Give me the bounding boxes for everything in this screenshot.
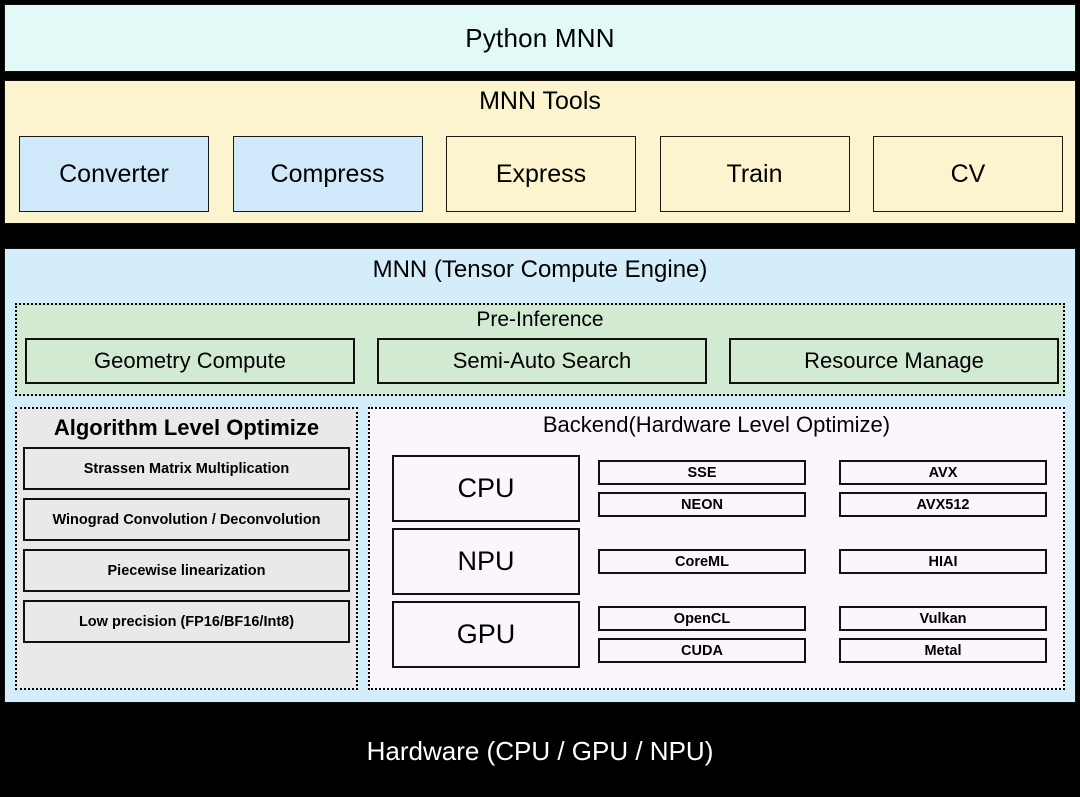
tool-box-train-label: Train	[726, 159, 783, 188]
backend-chip-sse[interactable]: SSE	[598, 460, 806, 485]
algorithm-box-winograd-label: Winograd Convolution / Deconvolution	[52, 511, 321, 528]
backend-chip-cuda[interactable]: CUDA	[598, 638, 806, 663]
backend-chip-hiai[interactable]: HIAI	[839, 549, 1047, 574]
group-backend: Backend(Hardware Level Optimize) CPU SSE…	[368, 407, 1065, 690]
pre-inference-box-resource-manage[interactable]: Resource Manage	[729, 338, 1059, 384]
layer-mnn-engine: MNN (Tensor Compute Engine) Pre-Inferenc…	[4, 248, 1076, 703]
layer-python-mnn-title: Python MNN	[465, 22, 615, 53]
tool-box-compress-label: Compress	[270, 159, 385, 188]
backend-chip-opencl[interactable]: OpenCL	[598, 606, 806, 631]
algorithm-box-piecewise-linearization[interactable]: Piecewise linearization	[23, 549, 350, 592]
backend-cpu-chip-column-right: AVX AVX512	[839, 455, 1047, 522]
backend-npu-chip-column-right: HIAI	[839, 528, 1047, 595]
backend-unit-cpu-label: CPU	[457, 473, 515, 503]
backend-chip-vulkan[interactable]: Vulkan	[839, 606, 1047, 631]
backend-chip-avx[interactable]: AVX	[839, 460, 1047, 485]
backend-chip-neon-label: NEON	[681, 496, 723, 513]
backend-cpu-chip-column-left: SSE NEON	[598, 455, 806, 522]
algorithm-box-strassen[interactable]: Strassen Matrix Multiplication	[23, 447, 350, 490]
backend-chip-cuda-label: CUDA	[681, 642, 723, 659]
backend-cpu-chips: SSE NEON AVX AVX512	[598, 455, 1047, 522]
pre-inference-row: Geometry Compute Semi-Auto Search Resour…	[25, 338, 1059, 384]
backend-unit-cpu[interactable]: CPU	[392, 455, 580, 522]
pre-inference-box-semi-auto-search[interactable]: Semi-Auto Search	[377, 338, 707, 384]
tool-box-cv[interactable]: CV	[873, 136, 1063, 212]
tool-box-converter-label: Converter	[59, 159, 169, 188]
algorithm-box-strassen-label: Strassen Matrix Multiplication	[83, 460, 290, 477]
backend-chip-avx-label: AVX	[928, 464, 958, 481]
backend-chip-opencl-label: OpenCL	[673, 610, 731, 627]
pre-inference-box-geometry-compute-label: Geometry Compute	[94, 348, 286, 373]
backend-row-npu: NPU CoreML HIAI	[392, 528, 1047, 595]
backend-chip-neon[interactable]: NEON	[598, 492, 806, 517]
backend-gpu-chip-column-right: Vulkan Metal	[839, 601, 1047, 668]
algorithm-box-low-precision-label: Low precision (FP16/BF16/Int8)	[78, 613, 295, 630]
backend-chip-sse-label: SSE	[687, 464, 717, 481]
backend-chip-hiai-label: HIAI	[928, 553, 958, 570]
backend-chip-metal[interactable]: Metal	[839, 638, 1047, 663]
backend-gpu-chip-column-left: OpenCL CUDA	[598, 601, 806, 668]
tool-box-train[interactable]: Train	[659, 136, 850, 212]
algorithm-box-low-precision[interactable]: Low precision (FP16/BF16/Int8)	[23, 600, 350, 643]
pre-inference-box-semi-auto-search-label: Semi-Auto Search	[452, 348, 632, 373]
mnn-tools-row: Converter Compress Express Train CV	[19, 136, 1063, 212]
algorithm-box-winograd[interactable]: Winograd Convolution / Deconvolution	[23, 498, 350, 541]
backend-npu-chip-column-left: CoreML	[598, 528, 806, 595]
tool-box-compress[interactable]: Compress	[232, 136, 423, 212]
group-pre-inference: Pre-Inference Geometry Compute Semi-Auto…	[15, 303, 1065, 396]
tool-box-cv-label: CV	[950, 159, 986, 188]
backend-row-gpu: GPU OpenCL CUDA Vulkan	[392, 601, 1047, 668]
layer-mnn-tools-title: MNN Tools	[479, 87, 601, 115]
backend-chip-metal-label: Metal	[924, 642, 962, 659]
tool-box-express[interactable]: Express	[446, 136, 636, 212]
layer-python-mnn: Python MNN	[4, 4, 1076, 72]
backend-chip-coreml-label: CoreML	[675, 553, 729, 570]
algorithm-box-piecewise-linearization-label: Piecewise linearization	[107, 562, 266, 579]
backend-chip-avx512-label: AVX512	[916, 496, 970, 513]
pre-inference-box-geometry-compute[interactable]: Geometry Compute	[25, 338, 355, 384]
layer-mnn-engine-title: MNN (Tensor Compute Engine)	[372, 256, 708, 283]
backend-unit-npu[interactable]: NPU	[392, 528, 580, 595]
group-algorithm-level-optimize-title: Algorithm Level Optimize	[53, 415, 320, 440]
layer-mnn-tools: MNN Tools Converter Compress Express Tra…	[4, 80, 1076, 224]
backend-chip-avx512[interactable]: AVX512	[839, 492, 1047, 517]
pre-inference-box-resource-manage-label: Resource Manage	[804, 348, 984, 373]
backend-gpu-chips: OpenCL CUDA Vulkan Metal	[598, 601, 1047, 668]
group-pre-inference-title: Pre-Inference	[476, 308, 604, 331]
backend-unit-gpu-label: GPU	[456, 619, 516, 649]
backend-unit-gpu[interactable]: GPU	[392, 601, 580, 668]
backend-unit-npu-label: NPU	[457, 546, 515, 576]
layer-hardware-title: Hardware (CPU / GPU / NPU)	[366, 736, 714, 766]
tool-box-express-label: Express	[495, 159, 587, 188]
tool-box-converter[interactable]: Converter	[19, 136, 209, 212]
backend-chip-vulkan-label: Vulkan	[919, 610, 967, 627]
backend-row-cpu: CPU SSE NEON AVX	[392, 455, 1047, 522]
backend-chip-coreml[interactable]: CoreML	[598, 549, 806, 574]
group-backend-title: Backend(Hardware Level Optimize)	[542, 412, 891, 437]
layer-hardware: Hardware (CPU / GPU / NPU)	[0, 706, 1080, 797]
group-algorithm-level-optimize: Algorithm Level Optimize Strassen Matrix…	[15, 407, 358, 690]
backend-npu-chips: CoreML HIAI	[598, 528, 1047, 595]
